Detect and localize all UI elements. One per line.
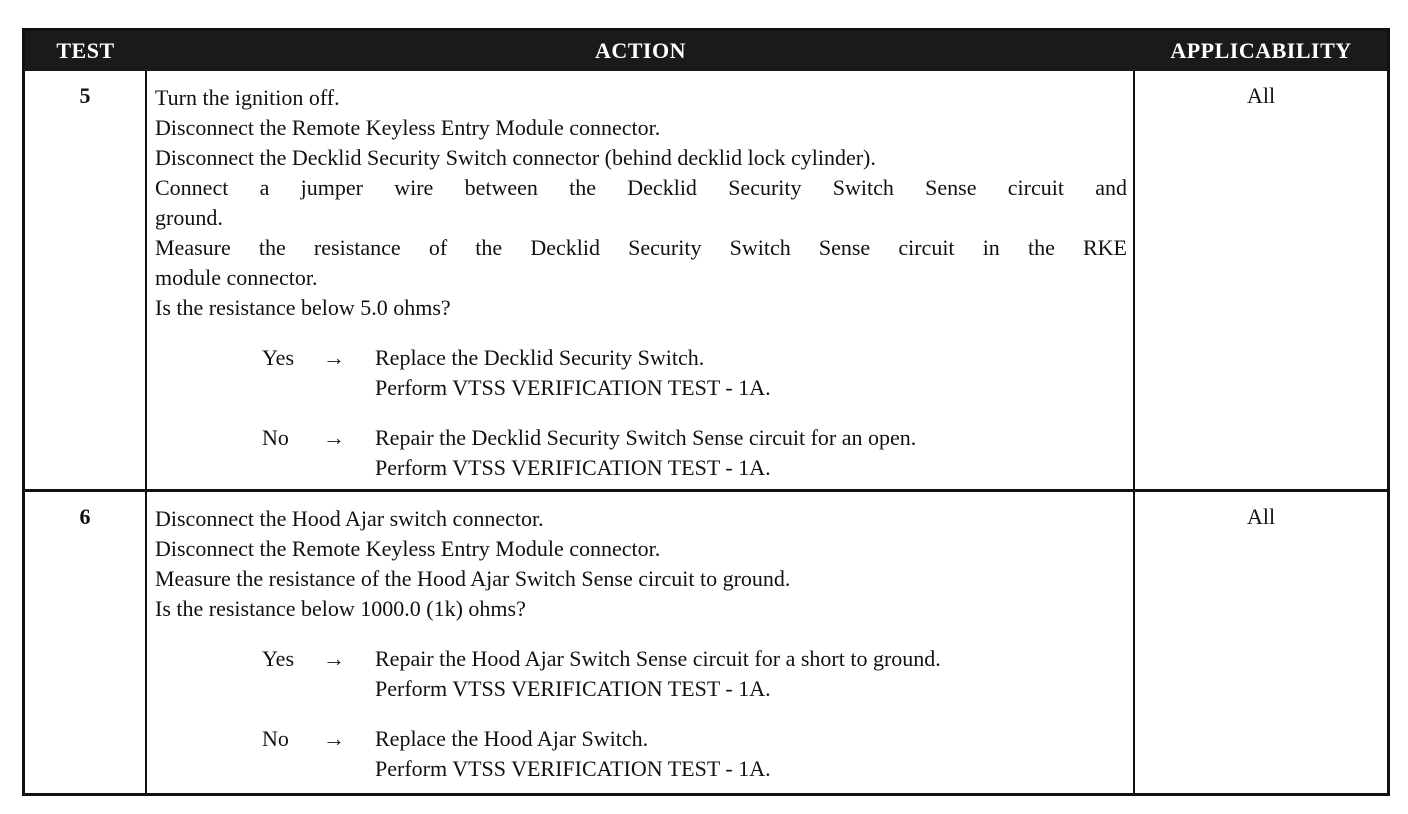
header-test: TEST (56, 38, 115, 63)
arrow-right-icon: → (323, 345, 345, 370)
result-steps: Repair the Decklid Security Switch Sense… (375, 423, 916, 483)
header-action: ACTION (594, 38, 686, 63)
action-line: Disconnect the Remote Keyless Entry Modu… (155, 536, 661, 561)
result-step: Perform VTSS VERIFICATION TEST - 1A. (375, 375, 771, 400)
table-row: 6 Disconnect the Hood Ajar switch connec… (25, 492, 1387, 793)
result-steps: Repair the Hood Ajar Switch Sense circui… (375, 644, 941, 704)
result-label: No (262, 726, 289, 751)
arrow-right-icon: → (323, 425, 345, 450)
result-yes: Yes → Replace the Decklid Security Switc… (155, 343, 1127, 403)
applicability-cell: All (1246, 504, 1276, 529)
test-number: 5 (79, 83, 91, 108)
result-label: No (262, 425, 289, 450)
test-number: 6 (79, 504, 91, 529)
action-cell: Turn the ignition off. Disconnect the Re… (155, 83, 1127, 483)
action-line: Measure the resistance of the Hood Ajar … (155, 566, 791, 591)
action-cell: Disconnect the Hood Ajar switch connecto… (155, 504, 1127, 784)
arrow-right-icon: → (323, 646, 345, 671)
result-step: Perform VTSS VERIFICATION TEST - 1A. (375, 756, 771, 781)
result-step: Replace the Decklid Security Switch. (375, 345, 705, 370)
result-yes: Yes → Repair the Hood Ajar Switch Sense … (155, 644, 1127, 704)
action-line: Connect a jumper wire between the Deckli… (155, 175, 1127, 200)
result-step: Repair the Decklid Security Switch Sense… (375, 425, 917, 450)
table-header: TEST ACTION APPLICABILITY (25, 31, 1387, 71)
result-step: Perform VTSS VERIFICATION TEST - 1A. (375, 455, 771, 480)
action-line: Is the resistance below 1000.0 (1k) ohms… (155, 596, 526, 621)
action-line: Disconnect the Remote Keyless Entry Modu… (155, 115, 661, 140)
result-step: Repair the Hood Ajar Switch Sense circui… (375, 646, 941, 671)
header-applicability: APPLICABILITY (1170, 38, 1352, 63)
action-line: module connector. (155, 265, 318, 290)
applicability-cell: All (1246, 83, 1276, 108)
result-steps: Replace the Hood Ajar Switch. Perform VT… (375, 724, 771, 784)
result-no: No → Replace the Hood Ajar Switch. Perfo… (155, 724, 1127, 784)
action-line: Disconnect the Decklid Security Switch c… (155, 145, 876, 170)
action-line: Turn the ignition off. (155, 85, 340, 110)
result-step: Replace the Hood Ajar Switch. (375, 726, 649, 751)
diagnostic-test-table: TEST ACTION APPLICABILITY 5 Turn the ign… (22, 28, 1390, 796)
action-line: ground. (155, 205, 223, 230)
result-step: Perform VTSS VERIFICATION TEST - 1A. (375, 676, 771, 701)
row-divider (25, 489, 1387, 492)
column-divider (145, 71, 147, 793)
result-label: Yes (262, 345, 295, 370)
column-divider (1133, 71, 1135, 793)
result-steps: Replace the Decklid Security Switch. Per… (375, 343, 771, 403)
arrow-right-icon: → (323, 726, 345, 751)
result-label: Yes (262, 646, 295, 671)
action-line: Disconnect the Hood Ajar switch connecto… (155, 506, 544, 531)
action-line: Measure the resistance of the Decklid Se… (155, 235, 1127, 260)
action-line: Is the resistance below 5.0 ohms? (155, 295, 451, 320)
result-no: No → Repair the Decklid Security Switch … (155, 423, 1127, 483)
table-row: 5 Turn the ignition off. Disconnect the … (25, 71, 1387, 489)
